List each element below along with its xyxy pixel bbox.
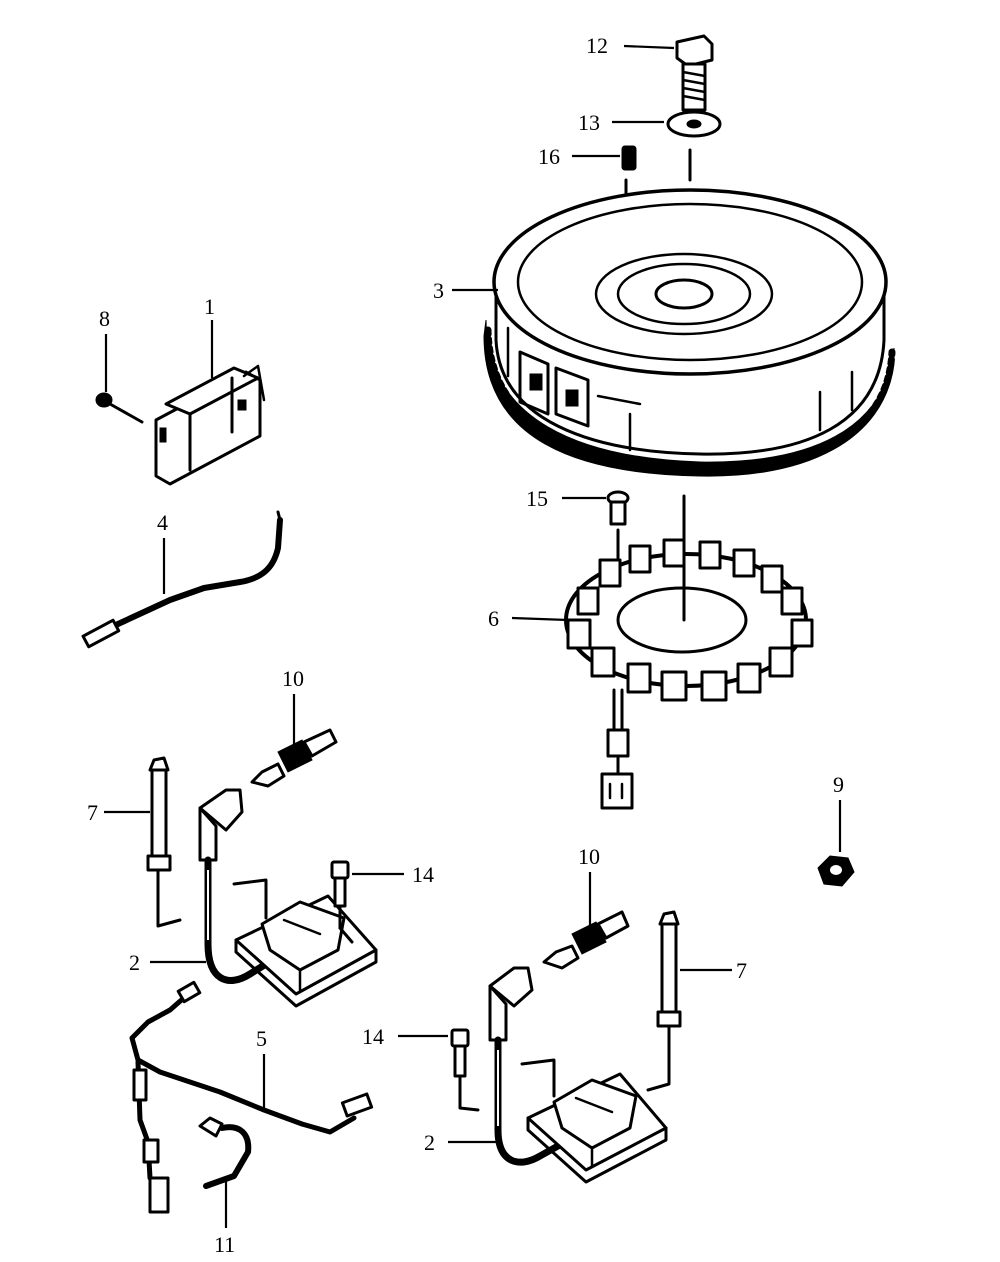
leader-12 xyxy=(623,44,675,50)
ignition-coil-part-2-lower xyxy=(488,966,668,1184)
callout-1: 1 xyxy=(204,294,215,319)
key-part-16 xyxy=(621,145,637,171)
callout-10-lower: 10 xyxy=(578,844,600,869)
callout-6: 6 xyxy=(488,606,499,631)
callout-2-upper: 2 xyxy=(129,950,140,975)
leader-6 xyxy=(511,616,569,622)
callout-3: 3 xyxy=(433,278,444,303)
wire-harness-part-5 xyxy=(129,980,374,1214)
callout-15: 15 xyxy=(526,486,548,511)
wire-part-4 xyxy=(81,510,283,649)
callout-16: 16 xyxy=(538,144,560,169)
bolt-part-12 xyxy=(675,34,714,112)
callout-11: 11 xyxy=(214,1232,235,1257)
stud-part-7-lower xyxy=(646,910,682,1092)
callout-13: 13 xyxy=(578,110,600,135)
callout-2-lower: 2 xyxy=(424,1130,435,1155)
screw-part-15 xyxy=(606,490,630,526)
screw-part-14-upper xyxy=(330,860,354,944)
screw-part-8 xyxy=(95,392,144,424)
nut-part-9 xyxy=(817,855,855,887)
module-part-1 xyxy=(154,364,266,486)
wire-part-11 xyxy=(198,1116,252,1189)
callout-14-lower: 14 xyxy=(362,1024,384,1049)
screw-part-14-lower xyxy=(450,1028,480,1112)
callout-12: 12 xyxy=(586,33,608,58)
washer-part-13 xyxy=(666,110,722,138)
callout-4: 4 xyxy=(157,510,168,535)
flywheel-part-3 xyxy=(483,188,896,477)
callout-7-lower: 7 xyxy=(736,958,747,983)
callout-14-upper: 14 xyxy=(412,862,434,887)
callout-8: 8 xyxy=(99,306,110,331)
ignition-coil-part-2-upper xyxy=(198,788,378,1008)
stud-part-7-upper xyxy=(146,756,172,904)
callout-9: 9 xyxy=(833,772,844,797)
callout-10-upper: 10 xyxy=(282,666,304,691)
spark-plug-part-10-upper xyxy=(250,728,338,788)
stator-part-6 xyxy=(564,538,814,810)
callout-5: 5 xyxy=(256,1026,267,1051)
spark-plug-part-10-lower xyxy=(542,910,630,970)
callout-7-upper: 7 xyxy=(87,800,98,825)
